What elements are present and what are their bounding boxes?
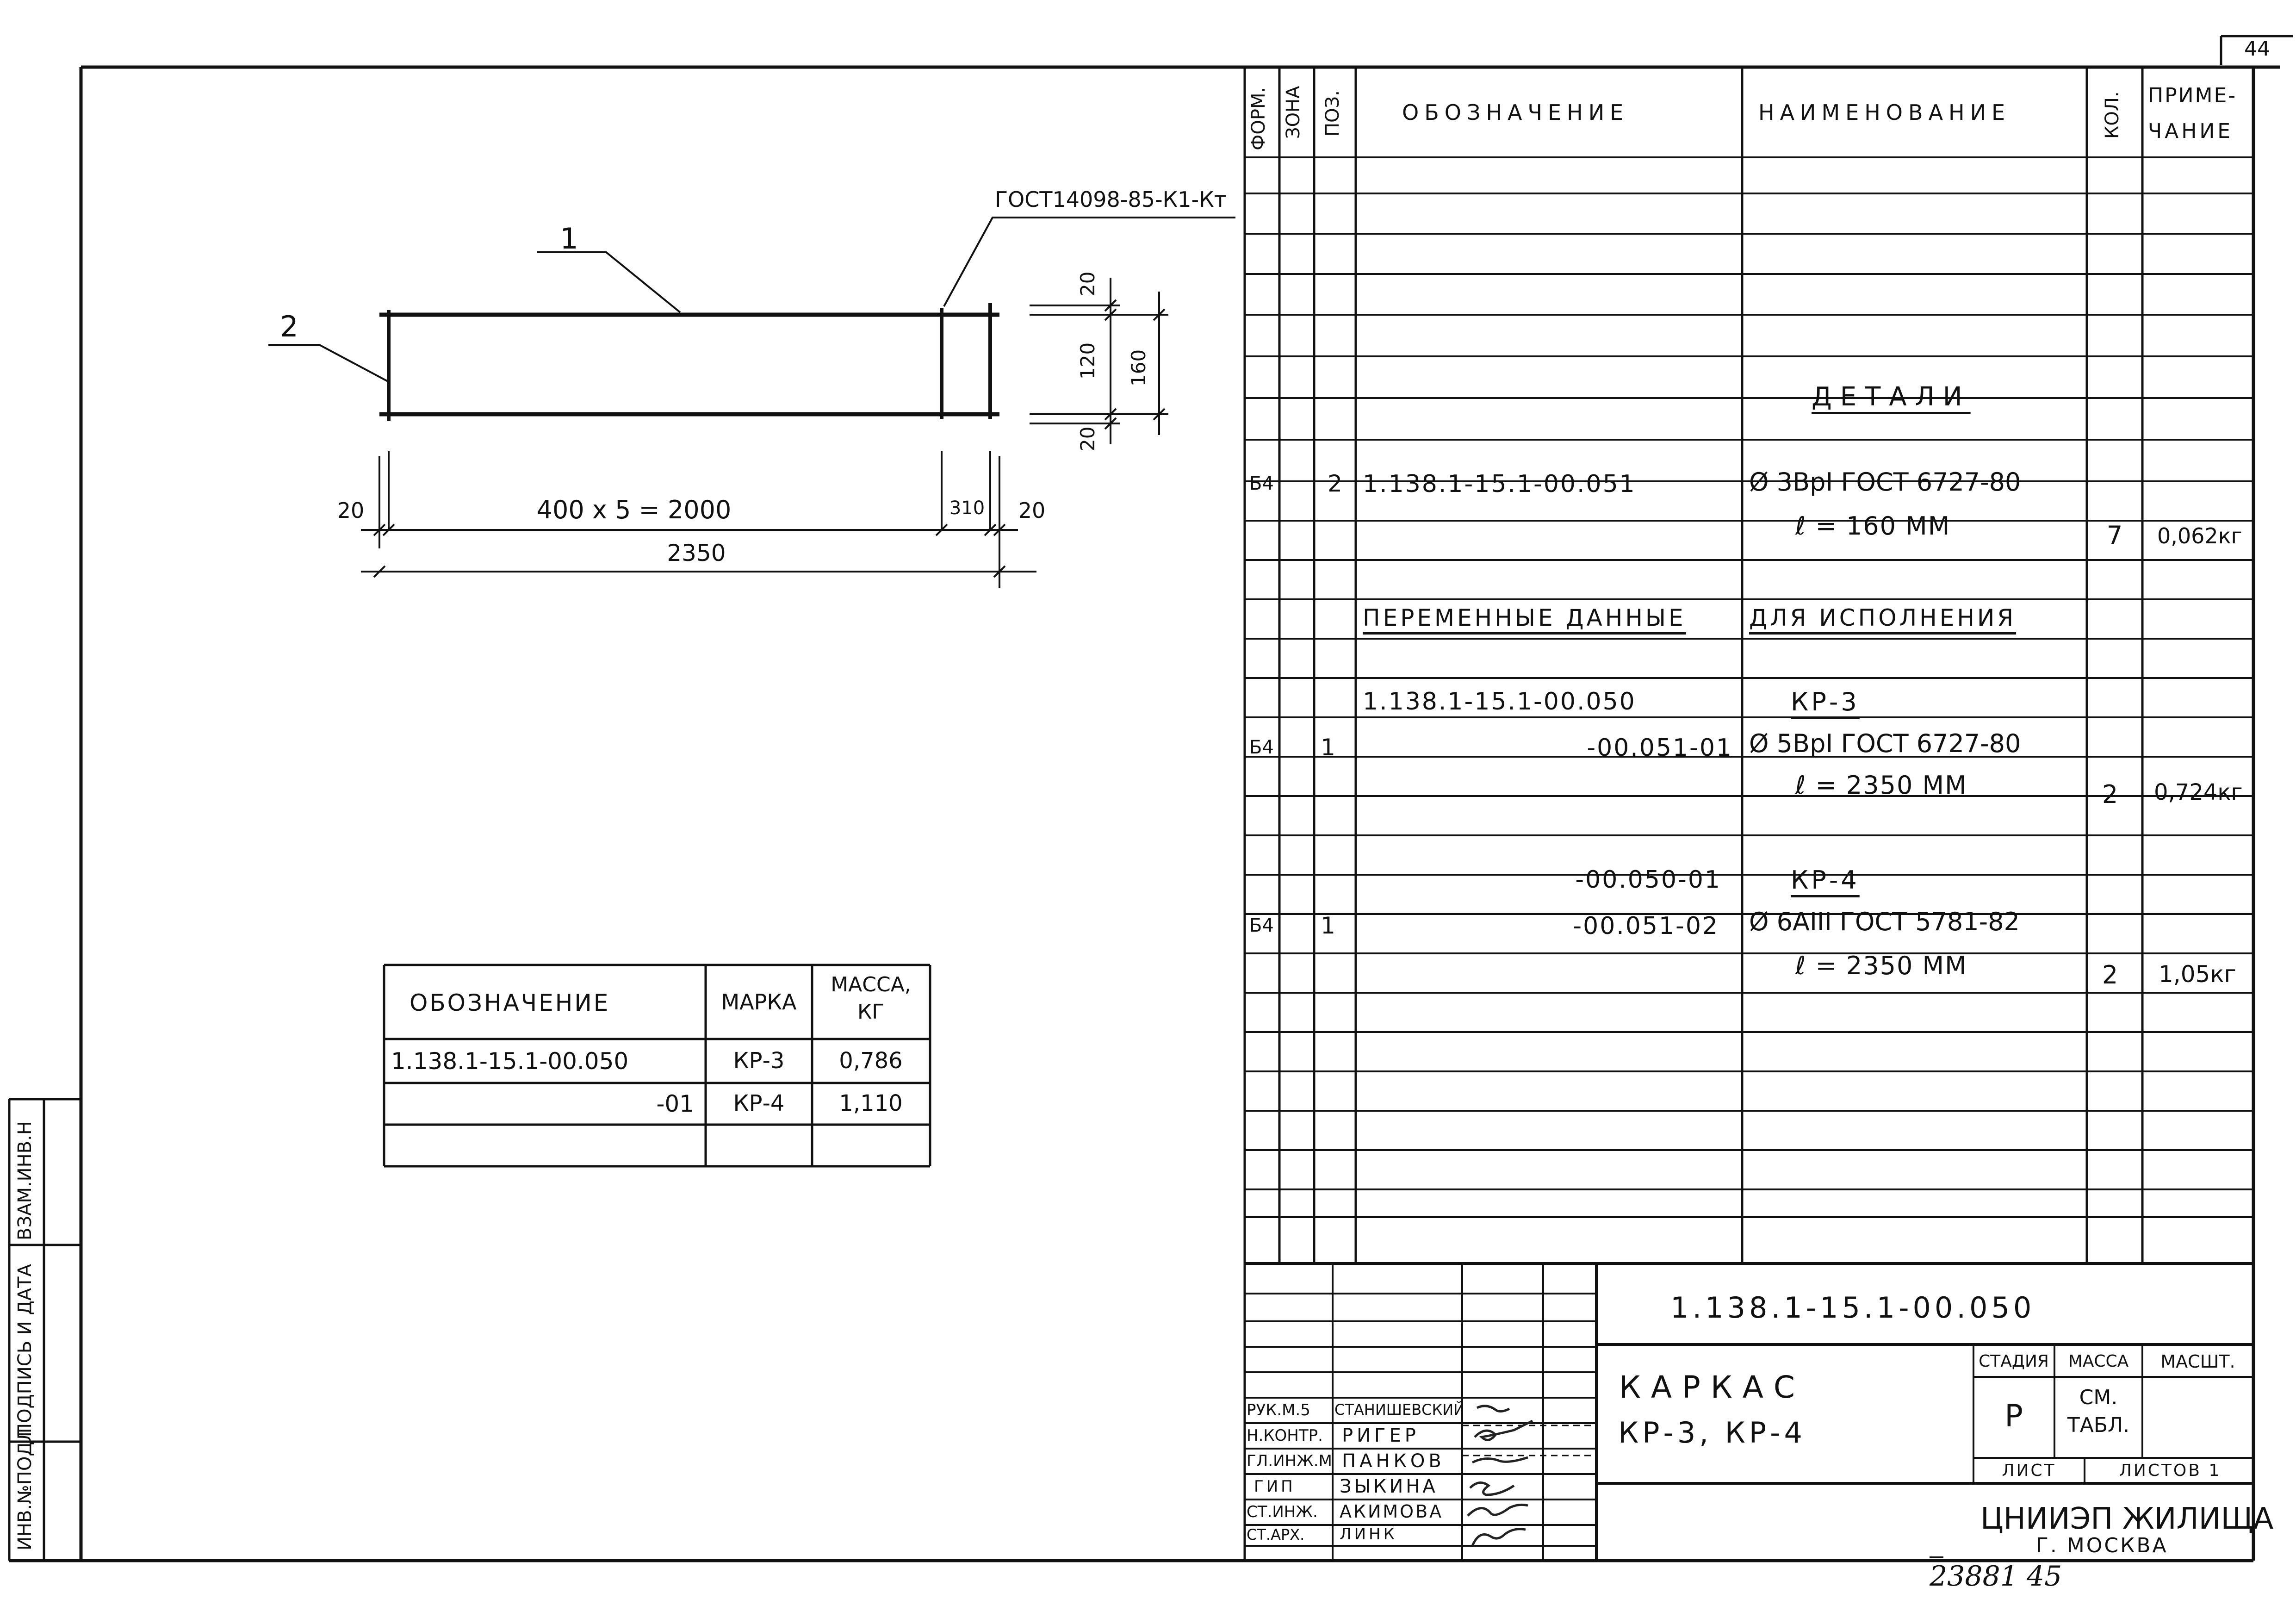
spec-detail-qty: 7 <box>2106 521 2123 550</box>
staff-role: СТ.АРХ. <box>1247 1526 1305 1543</box>
spec-detail-format: Б4 <box>1249 473 1274 494</box>
spec-var1-material: Ø 5ВрI ГОСТ 6727-80 <box>1749 729 2021 758</box>
strip-inv-no-original: ИНВ.№ПОДЛ <box>14 1428 36 1550</box>
marks-header-mark: МАРКА <box>721 989 797 1014</box>
registration-number: 23881 45 <box>1930 1560 2062 1593</box>
mass-value-line1: СМ. <box>2079 1386 2118 1409</box>
staff-role: ГЛ.ИНЖ.М <box>1247 1452 1332 1470</box>
staff-name: АКИМОВА <box>1340 1501 1444 1522</box>
spec-header-pos: ПОЗ. <box>1322 90 1343 137</box>
spec-detail-designation: 1.138.1-15.1-00.051 <box>1363 470 1636 498</box>
sheets-count-label: ЛИСТОВ 1 <box>2119 1461 2222 1480</box>
spec-header-note-line1: ПРИМЕ- <box>2148 84 2237 107</box>
spec-detail-pos: 2 <box>1328 470 1342 497</box>
spec-header-qty: КОЛ. <box>2102 91 2123 139</box>
spec-var2-item: -00.051-02 <box>1573 912 1719 940</box>
marks-header-designation: ОБОЗНАЧЕНИЕ <box>410 989 610 1016</box>
spec-header-format: ФОРМ. <box>1248 87 1269 150</box>
marks-row2-designation: -01 <box>656 1090 694 1117</box>
staff-name: ЛИНК <box>1340 1525 1397 1543</box>
staff-role: РУК.М.5 <box>1247 1401 1310 1419</box>
marks-row2-mark: КР-4 <box>733 1090 785 1116</box>
spec-header-note-line2: ЧАНИЕ <box>2148 119 2234 143</box>
organization-name: ЦНИИЭП ЖИЛИЩА <box>1980 1502 2274 1536</box>
staff-name: РИГЕР <box>1342 1425 1420 1446</box>
document-code: 1.138.1-15.1-00.050 <box>1670 1291 2035 1325</box>
stage-value: Р <box>2004 1398 2023 1434</box>
dim-bottom-20: 20 <box>1076 426 1099 451</box>
spec-var1-pos: 1 <box>1321 734 1335 761</box>
spec-detail-name: Ø 3ВрI ГОСТ 6727-80 <box>1749 467 2021 497</box>
spec-var2-name: КР-4 <box>1791 865 1860 895</box>
signature-image <box>1467 1405 1533 1547</box>
spec-detail-length: ℓ = 160 ММ <box>1795 511 1951 541</box>
spec-var2-pos: 1 <box>1321 912 1335 939</box>
dim-top-20: 20 <box>1076 271 1099 296</box>
dim-spacing: 400 х 5 = 2000 <box>536 495 732 524</box>
spec-var1-qty: 2 <box>2102 780 2118 809</box>
callout-1: 1 <box>560 222 578 255</box>
spec-section-details: ДЕТАЛИ <box>1812 382 1971 412</box>
dim-right-20: 20 <box>1018 498 1046 523</box>
title-line-2: КР-3, КР-4 <box>1618 1416 1806 1450</box>
staff-name: СТАНИШЕВСКИЙ <box>1334 1401 1465 1419</box>
spec-header-name: НАИМЕНОВАНИЕ <box>1758 100 2011 125</box>
spec-var2-material: Ø 6АIII ГОСТ 5781-82 <box>1749 907 2020 936</box>
dim-120: 120 <box>1076 342 1099 380</box>
staff-name: ПАНКОВ <box>1342 1450 1445 1472</box>
scale-label: МАСШТ. <box>2160 1351 2235 1372</box>
marks-row2-mass: 1,110 <box>839 1090 903 1116</box>
dim-160: 160 <box>1127 349 1150 386</box>
strip-signature-date: ПОДПИСЬ И ДАТА <box>14 1264 36 1437</box>
spec-var1-note: 0,724кг <box>2154 779 2243 805</box>
spec-var2-qty: 2 <box>2102 960 2118 989</box>
marks-row1-mark: КР-3 <box>733 1048 785 1074</box>
staff-name: ЗЫКИНА <box>1340 1476 1438 1497</box>
spec-var2-note: 1,05кг <box>2159 961 2236 988</box>
spec-variable-data-label: ПЕРЕМЕННЫЕ ДАННЫЕ <box>1363 604 1686 631</box>
spec-var2-designation: -00.050-01 <box>1575 866 1721 894</box>
sheet-number: 44 <box>2244 37 2270 61</box>
spec-header-designation: ОБОЗНАЧЕНИЕ <box>1402 100 1629 125</box>
gost-weld-note: ГОСТ14098-85-К1-Кт <box>995 187 1227 212</box>
dim-overall-2350: 2350 <box>667 540 726 566</box>
staff-role: ГИП <box>1254 1477 1296 1496</box>
spec-var1-format: Б4 <box>1249 737 1274 758</box>
marks-row1-designation: 1.138.1-15.1-00.050 <box>391 1048 629 1075</box>
title-line-1: КАРКАС <box>1619 1369 1805 1405</box>
callout-2: 2 <box>280 310 298 343</box>
spec-var2-length: ℓ = 2350 ММ <box>1795 951 1967 980</box>
spec-var1-designation: 1.138.1-15.1-00.050 <box>1363 688 1636 716</box>
spec-header-zone: ЗОНА <box>1283 86 1304 139</box>
mass-value-line2: ТАБЛ. <box>2067 1413 2130 1437</box>
organization-city: Г. МОСКВА <box>2036 1534 2168 1557</box>
spec-variable-data-for-execution: ДЛЯ ИСПОЛНЕНИЯ <box>1749 604 2017 631</box>
staff-role: Н.КОНТР. <box>1247 1426 1323 1445</box>
marks-header-mass: МАССА, КГ <box>831 973 911 1024</box>
mass-label: МАССА <box>2068 1352 2129 1371</box>
spec-detail-note: 0,062кг <box>2157 523 2242 548</box>
staff-role: СТ.ИНЖ. <box>1247 1503 1318 1521</box>
spec-var1-item: -00.051-01 <box>1587 734 1733 762</box>
marks-row1-mass: 0,786 <box>839 1048 903 1074</box>
sheet-label: ЛИСТ <box>2002 1461 2056 1480</box>
spec-var1-name: КР-3 <box>1791 687 1860 716</box>
stage-label: СТАДИЯ <box>1979 1352 2049 1371</box>
dim-left-20: 20 <box>337 498 365 523</box>
strip-inv-no-replacement: ВЗАМ.ИНВ.Н <box>14 1121 36 1240</box>
dim-310: 310 <box>949 498 985 519</box>
spec-var1-length: ℓ = 2350 ММ <box>1795 771 1967 800</box>
spec-var2-format: Б4 <box>1249 915 1274 936</box>
